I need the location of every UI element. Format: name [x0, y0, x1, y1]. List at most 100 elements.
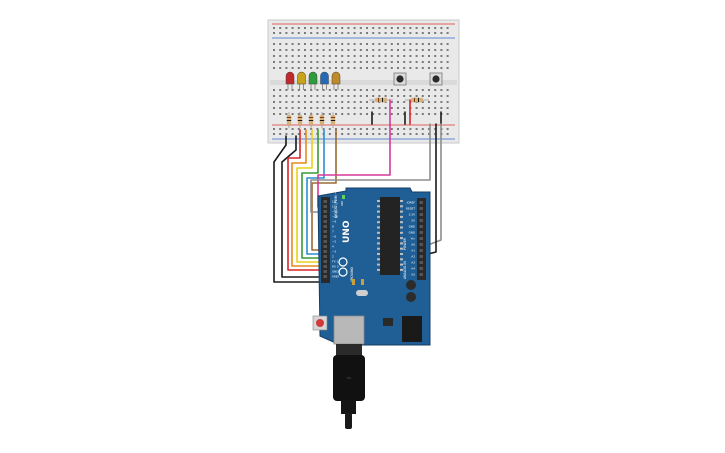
- resistor-1[interactable]: [286, 112, 292, 128]
- breadboard-hole: [347, 95, 350, 97]
- breadboard-hole: [446, 113, 449, 115]
- breadboard-hole: [366, 89, 368, 91]
- push-button-1[interactable]: [393, 72, 407, 86]
- breadboard-hole: [378, 67, 381, 69]
- breadboard-hole: [328, 107, 331, 109]
- digital-pin[interactable]: [323, 225, 328, 228]
- breadboard-hole: [434, 113, 437, 115]
- digital-pin[interactable]: [323, 240, 328, 243]
- breadboard-hole: [390, 107, 393, 109]
- resistor-6[interactable]: [369, 97, 393, 103]
- breadboard-hole: [285, 133, 288, 135]
- breadboard-hole: [366, 32, 368, 34]
- breadboard-hole: [390, 55, 393, 57]
- breadboard-hole: [304, 128, 306, 130]
- push-button-2[interactable]: [429, 72, 443, 86]
- breadboard-hole: [297, 89, 300, 91]
- usb-cable[interactable]: ⌁: [333, 344, 365, 429]
- power-pin[interactable]: [419, 273, 424, 276]
- breadboard-hole: [403, 128, 406, 130]
- breadboard-hole: [415, 43, 418, 45]
- led-4[interactable]: [320, 71, 329, 90]
- digital-pin[interactable]: [323, 205, 328, 208]
- breadboard-hole: [446, 61, 449, 63]
- power-pin[interactable]: [419, 267, 424, 270]
- reset-button[interactable]: [312, 315, 328, 331]
- breadboard-hole: [403, 107, 406, 109]
- resistor-3[interactable]: [308, 112, 314, 128]
- power-pin[interactable]: [419, 255, 424, 258]
- breadboard-hole: [434, 89, 437, 91]
- breadboard-hole: [359, 89, 362, 91]
- breadboard-hole: [279, 107, 282, 109]
- power-jack[interactable]: [402, 316, 422, 342]
- power-pin[interactable]: [419, 261, 424, 264]
- digital-pin[interactable]: [323, 235, 328, 238]
- led-row: [285, 71, 341, 90]
- led-3[interactable]: [308, 71, 318, 90]
- breadboard-hole: [285, 49, 288, 51]
- breadboard-hole: [446, 107, 449, 109]
- breadboard-hole: [347, 89, 350, 91]
- breadboard-hole: [322, 61, 325, 63]
- digital-pin[interactable]: [323, 275, 328, 278]
- breadboard-hole: [359, 107, 362, 109]
- power-pin[interactable]: [419, 201, 424, 204]
- breadboard-hole: [297, 67, 300, 69]
- power-pin[interactable]: [419, 237, 424, 240]
- led-5[interactable]: [331, 71, 341, 90]
- breadboard-hole: [421, 55, 424, 57]
- power-pin[interactable]: [419, 231, 424, 234]
- breadboard-hole: [372, 49, 375, 51]
- resistor-4[interactable]: [319, 112, 325, 128]
- power-pin[interactable]: [419, 213, 424, 216]
- digital-pin[interactable]: [323, 245, 328, 248]
- breadboard-hole: [273, 101, 275, 103]
- breadboard-hole: [421, 89, 424, 91]
- digital-pin[interactable]: [323, 230, 328, 233]
- digital-pin[interactable]: [323, 200, 328, 203]
- breadboard-hole: [372, 113, 375, 115]
- breadboard-hole: [291, 133, 294, 135]
- breadboard-hole: [316, 107, 319, 109]
- breadboard-hole: [273, 133, 275, 135]
- breadboard-hole: [421, 107, 424, 109]
- resistor-2[interactable]: [297, 112, 303, 128]
- breadboard-hole: [353, 113, 356, 115]
- resistor-7[interactable]: [405, 97, 429, 103]
- digital-pin[interactable]: [323, 250, 328, 253]
- led-2[interactable]: [297, 71, 306, 90]
- power-pin[interactable]: [419, 225, 424, 228]
- breadboard-hole: [390, 113, 393, 115]
- usb-port[interactable]: [333, 315, 365, 345]
- digital-pin[interactable]: [323, 220, 328, 223]
- resistor-5[interactable]: [330, 112, 336, 128]
- led-1[interactable]: [285, 71, 295, 90]
- breadboard-hole: [304, 133, 306, 135]
- breadboard-hole: [384, 27, 387, 29]
- breadboard-hole: [372, 128, 375, 130]
- power-pin[interactable]: [419, 219, 424, 222]
- breadboard-hole: [273, 61, 275, 63]
- power-pin[interactable]: [419, 243, 424, 246]
- breadboard-hole: [372, 55, 375, 57]
- digital-pin[interactable]: [323, 260, 328, 263]
- breadboard-hole: [409, 43, 412, 45]
- digital-pin[interactable]: [323, 270, 328, 273]
- pin-label: IOREF: [407, 201, 416, 205]
- digital-pin[interactable]: [323, 255, 328, 258]
- breadboard-hole: [328, 49, 331, 51]
- breadboard-hole: [285, 107, 288, 109]
- breadboard-hole: [316, 43, 319, 45]
- digital-pin[interactable]: [323, 265, 328, 268]
- breadboard-hole: [304, 113, 306, 115]
- digital-pin[interactable]: [323, 210, 328, 213]
- breadboard-hole: [415, 55, 418, 57]
- power-pin[interactable]: [419, 249, 424, 252]
- breadboard-hole: [347, 101, 350, 103]
- breadboard-hole: [335, 107, 337, 109]
- digital-pin[interactable]: [323, 215, 328, 218]
- power-pin[interactable]: [419, 207, 424, 210]
